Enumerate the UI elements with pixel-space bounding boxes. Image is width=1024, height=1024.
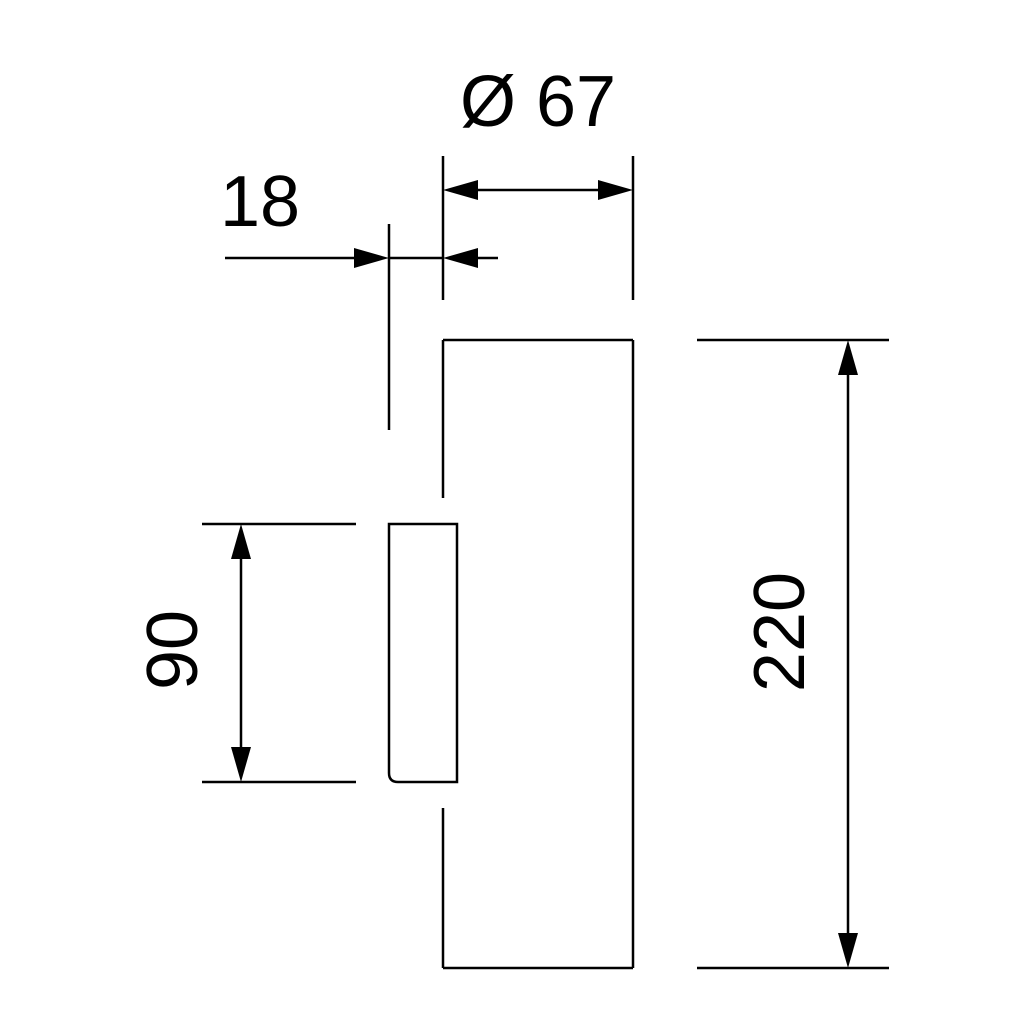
diameter-arrow-left xyxy=(443,180,478,200)
offset-label: 18 xyxy=(220,162,300,242)
total-height-dimension: 220 xyxy=(697,338,889,970)
diameter-arrow-right xyxy=(598,180,633,200)
mounting-plate xyxy=(387,522,459,784)
mount-height-label: 90 xyxy=(133,610,213,690)
diameter-label: Ø 67 xyxy=(460,62,616,142)
main-body xyxy=(441,338,635,970)
offset-dimension: 18 xyxy=(220,162,498,430)
offset-arrow-left xyxy=(354,248,389,268)
total-arrow-bottom xyxy=(838,933,858,968)
total-arrow-top xyxy=(838,340,858,375)
mount-arrow-top xyxy=(231,524,251,559)
total-height-label: 220 xyxy=(740,572,820,692)
mount-height-dimension: 90 xyxy=(133,522,356,784)
mount-arrow-bottom xyxy=(231,747,251,782)
offset-arrow-right xyxy=(443,248,478,268)
diameter-dimension: Ø 67 xyxy=(441,62,635,300)
